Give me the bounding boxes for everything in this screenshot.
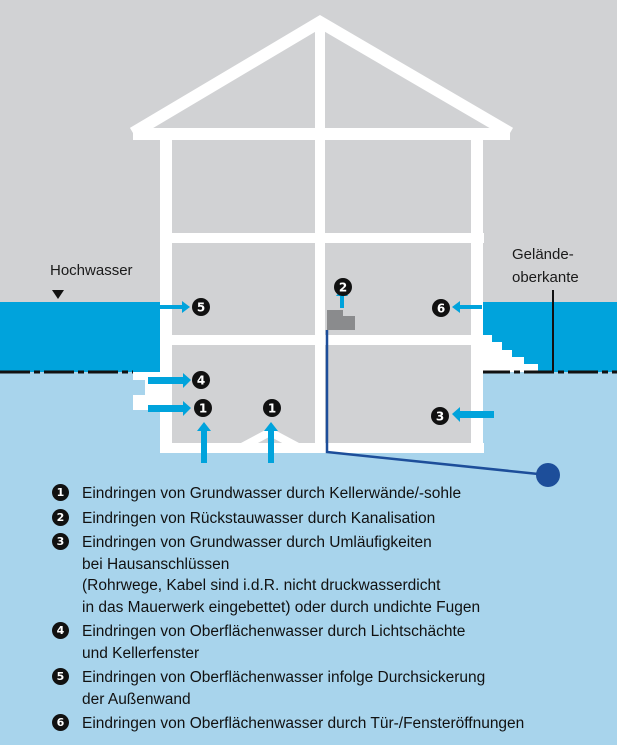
drain-outlet [327,310,343,330]
legend-text: Eindringen von Grundwasser durch Kellerw… [82,485,462,502]
legend-number: 1 [52,484,69,501]
legend-number: 4 [52,622,69,639]
arrow-5 [160,301,190,313]
marker-1-floor [263,399,281,417]
marker-4 [192,371,210,389]
label-hochwasser: Hochwasser [50,262,133,279]
legend-text: Eindringen von Grundwasser durch Umläufi… [82,534,481,616]
marker-1-wall [194,399,212,417]
diagram-markers: 5 2 6 4 1 1 3 [192,278,450,425]
sewer-pipe [325,330,549,477]
floodwater-left [0,302,160,372]
legend-number: 2 [52,508,69,526]
arrow-1-floor [197,422,211,463]
svg-text:5: 5 [197,301,205,315]
arrow-1-crack [264,422,278,463]
arrow-1-wall [148,401,191,416]
legend-item-4: 4 Eindringen von Oberflächenwasser durch… [52,621,612,664]
svg-text:1: 1 [268,402,276,416]
legend-item-2: 2 Eindringen von Rückstauwasser durch Ka… [52,508,612,530]
house-frame [129,15,514,453]
svg-text:4: 4 [197,374,205,388]
arrow-6 [452,301,482,313]
legend-text: Eindringen von Oberflächenwasser infolge… [82,669,486,708]
svg-text:3: 3 [436,410,444,424]
legend-text: Eindringen von Oberflächenwasser durch L… [82,623,466,662]
marker-2 [334,278,352,296]
marker-6 [432,299,450,317]
svg-text:6: 6 [437,302,445,316]
drain-outlet-cap [343,316,355,330]
arrow-3 [452,407,494,422]
arrow-4 [148,373,191,388]
marker-5 [192,298,210,316]
legend-text: Eindringen von Oberflächenwasser durch T… [82,715,525,732]
marker-3 [431,407,449,425]
legend-item-5: 5 Eindringen von Oberflächenwasser infol… [52,667,612,710]
legend-text: Eindringen von Rückstauwasser durch Kana… [82,509,436,527]
label-gelaende-line2: oberkante [512,269,579,286]
legend-number: 6 [52,714,69,731]
water-level-marker [52,290,64,299]
svg-text:2: 2 [339,281,347,295]
legend-item-1: 1 Eindringen von Grundwasser durch Kelle… [52,483,612,505]
legend-item-6: 6 Eindringen von Oberflächenwasser durch… [52,713,612,735]
svg-text:1: 1 [199,402,207,416]
sewer-manhole [536,463,560,487]
label-gelaende-line1: Gelände- [512,246,574,263]
legend: 1 Eindringen von Grundwasser durch Kelle… [52,483,612,738]
legend-number: 5 [52,668,69,685]
legend-item-3: 3 Eindringen von Grundwasser durch Umläu… [52,532,612,618]
legend-number: 3 [52,533,69,550]
